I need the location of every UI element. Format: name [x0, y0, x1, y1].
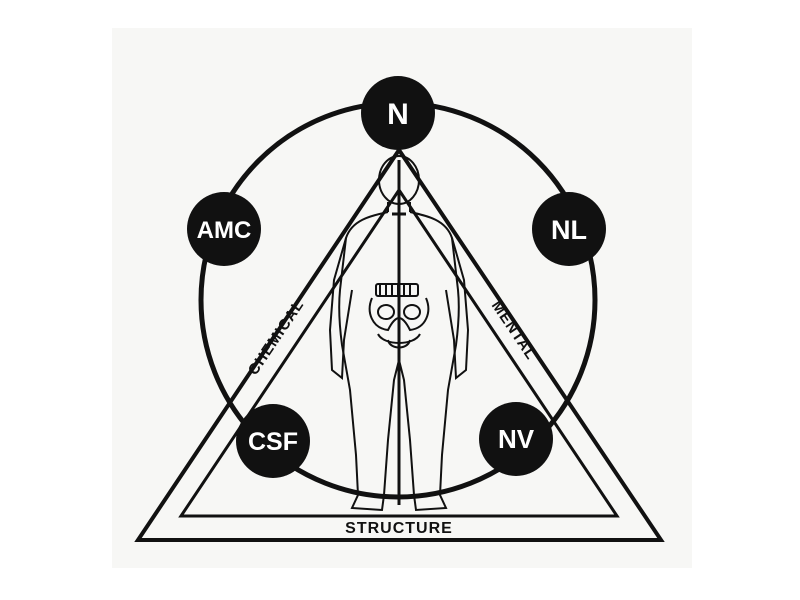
node-nl-circle [532, 192, 606, 266]
node-amc-label: AMC [197, 217, 252, 244]
human-figure [328, 155, 470, 512]
node-amc: AMC [187, 192, 261, 266]
node-nv: NV [479, 402, 553, 476]
node-csf: CSF [236, 404, 310, 478]
node-n: N [361, 76, 435, 150]
node-csf-circle [236, 404, 310, 478]
outer-triangle [134, 146, 665, 542]
node-n-circle [361, 76, 435, 150]
node-nl-label: NL [551, 215, 587, 245]
node-nv-label: NV [498, 424, 535, 454]
inner-triangle [178, 187, 620, 518]
node-n-label: N [387, 98, 409, 131]
node-nv-circle [479, 402, 553, 476]
node-nl: NL [532, 192, 606, 266]
side-label-structure: STRUCTURE [345, 520, 453, 537]
node-csf-label: CSF [248, 428, 298, 456]
node-amc-circle [187, 192, 261, 266]
